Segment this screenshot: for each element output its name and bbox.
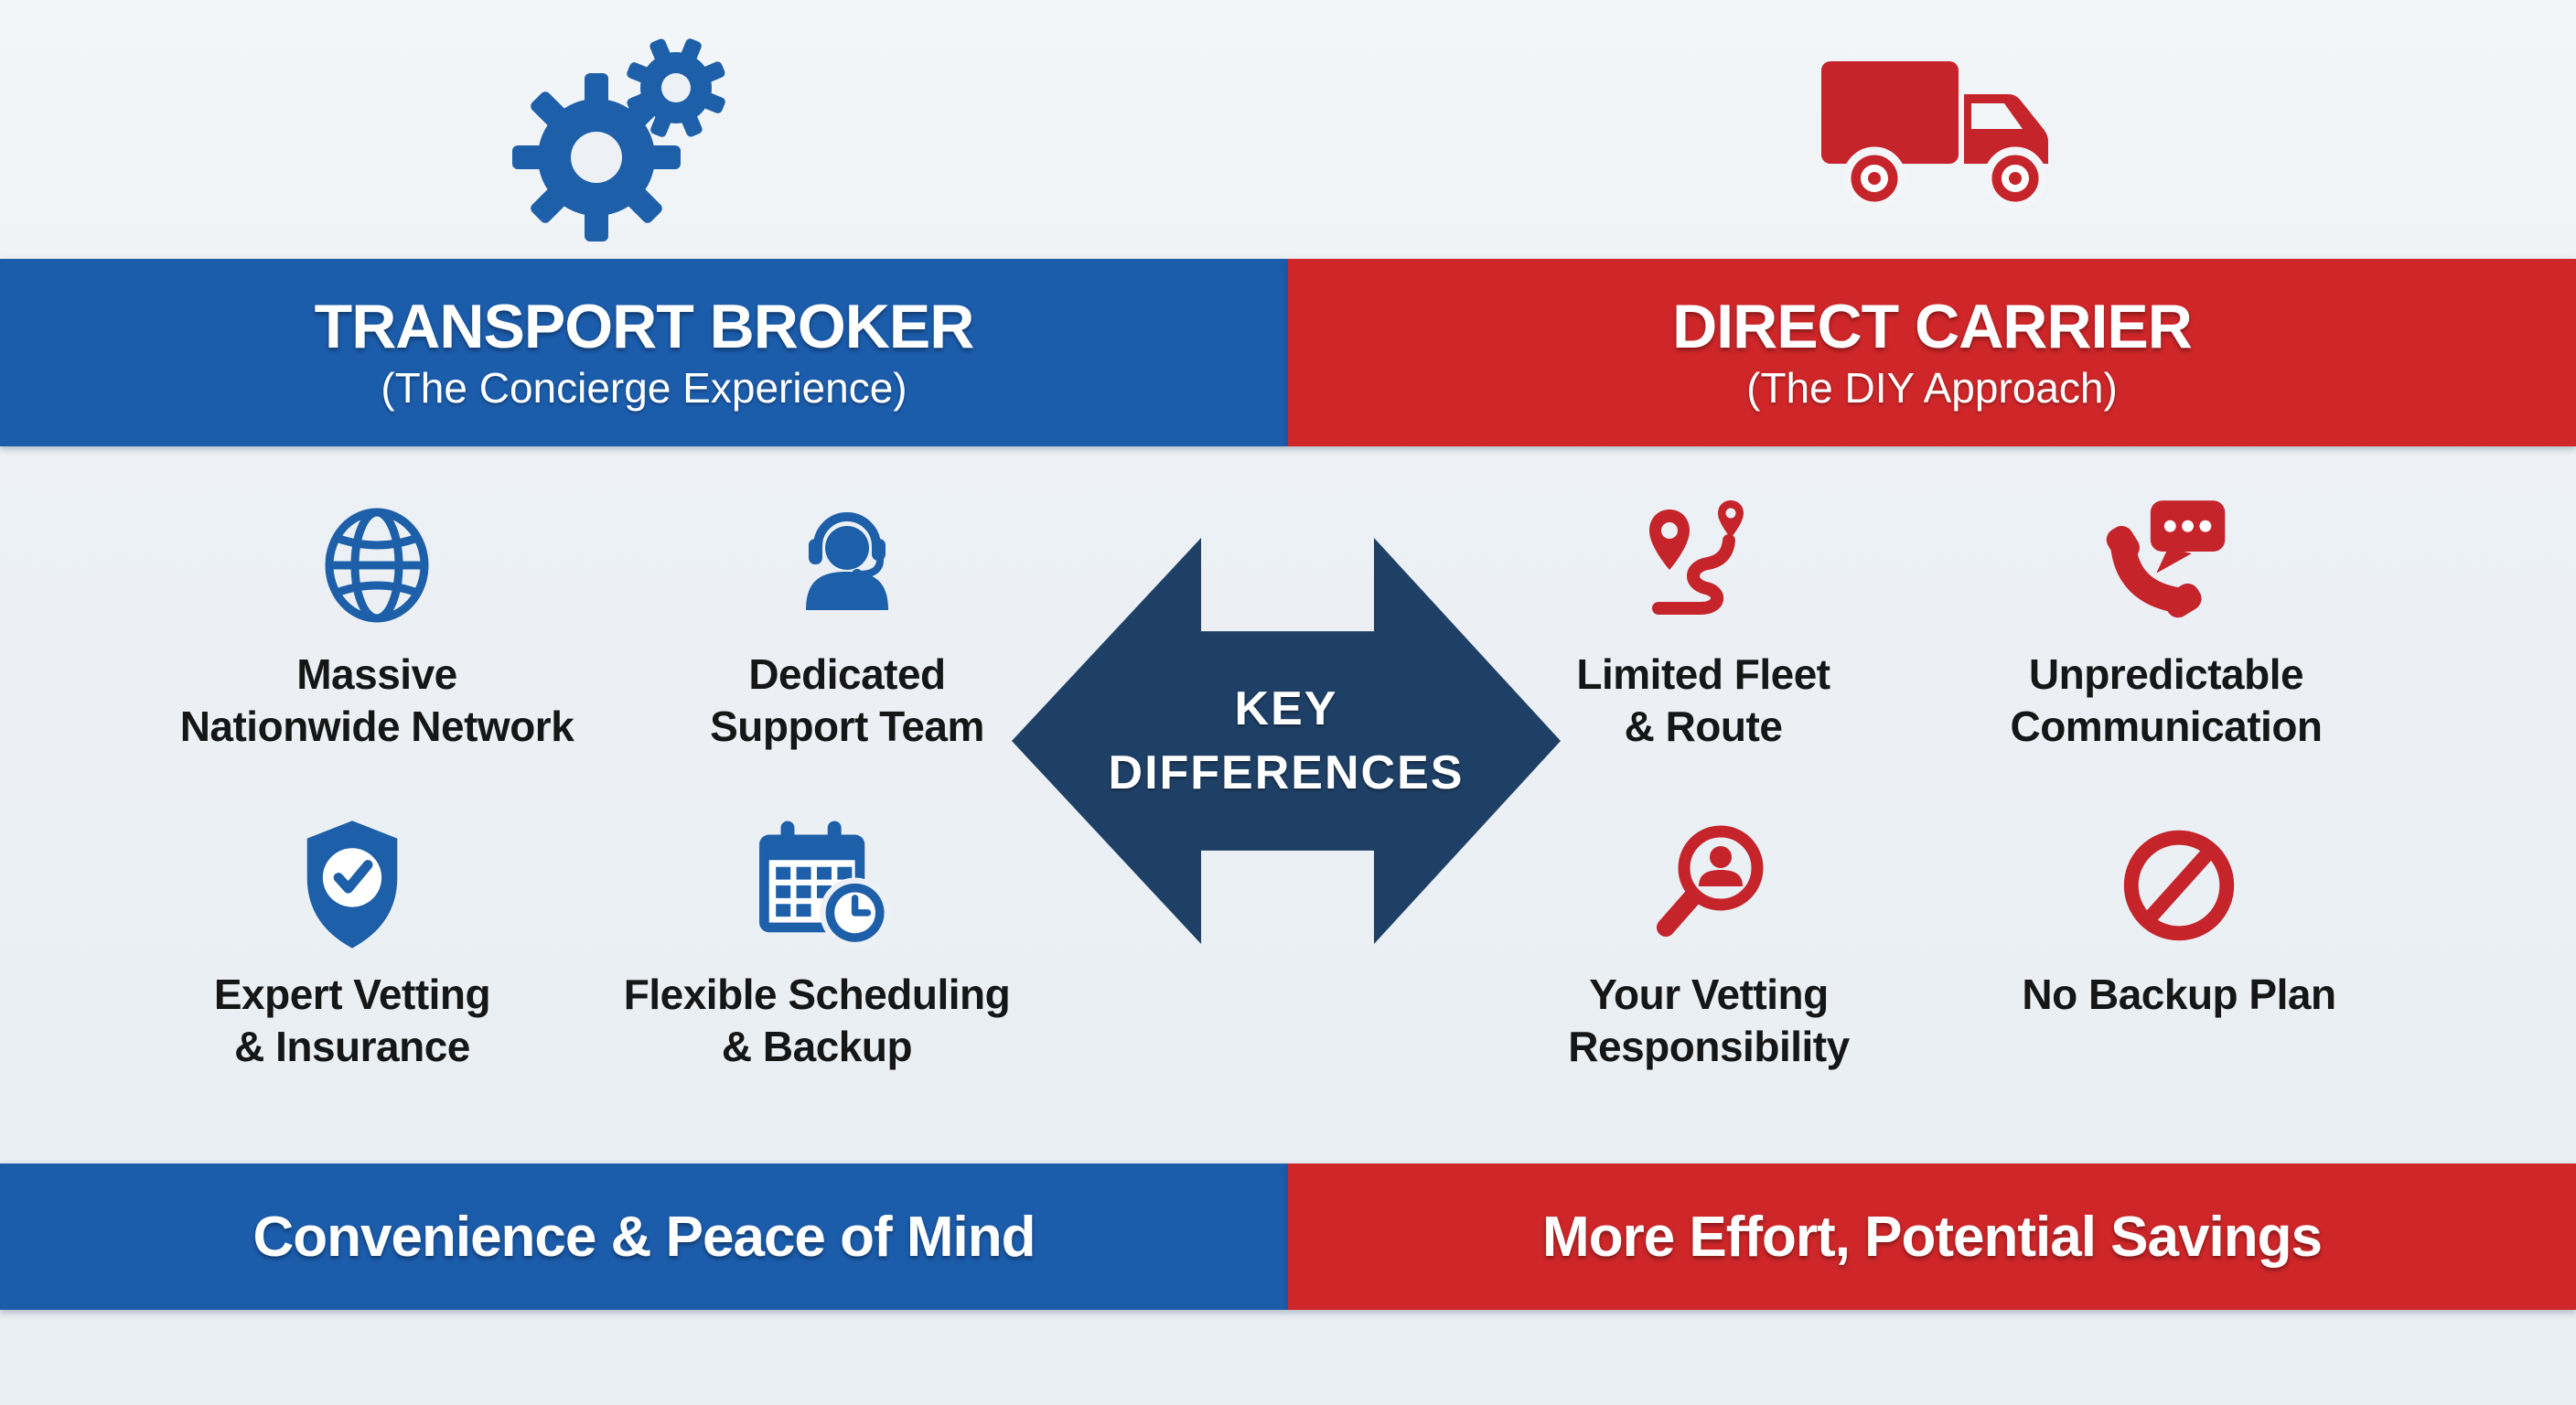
item-label: Your Vetting Responsibility — [1568, 971, 1850, 1070]
item-label: Limited Fleet & Route — [1576, 650, 1830, 750]
item-label: Unpredictable Communication — [2010, 650, 2323, 750]
direct-carrier-header: DIRECT CARRIER (The DIY Approach) — [1288, 259, 2576, 446]
route-pins-icon — [1465, 494, 1941, 636]
list-item-support-team: Dedicated Support Team — [609, 494, 1085, 753]
item-label: Dedicated Support Team — [710, 650, 984, 750]
list-item-flexible-scheduling: Flexible Scheduling & Backup — [579, 814, 1055, 1073]
shield-check-icon — [114, 814, 590, 956]
list-item-no-backup-plan: No Backup Plan — [1941, 814, 2417, 1021]
gears-icon — [512, 38, 725, 241]
key-differences-label: KEY DIFFERENCES — [1108, 682, 1465, 799]
globe-icon — [139, 494, 615, 636]
left-header-subtitle: (The Concierge Experience) — [381, 363, 907, 412]
list-item-limited-fleet: Limited Fleet & Route — [1465, 494, 1941, 753]
right-header-title: DIRECT CARRIER — [1672, 291, 2193, 361]
truck-icon — [1821, 61, 2048, 210]
item-label: No Backup Plan — [2022, 971, 2336, 1018]
phone-chat-icon — [1928, 494, 2404, 636]
item-label: Flexible Scheduling & Backup — [623, 971, 1011, 1070]
calendar-clock-icon — [579, 814, 1055, 956]
item-label: Expert Vetting & Insurance — [213, 971, 491, 1070]
transport-broker-header: TRANSPORT BROKER (The Concierge Experien… — [0, 259, 1288, 446]
list-item-massive-network: Massive Nationwide Network — [139, 494, 615, 753]
carrier-footer-banner: More Effort, Potential Savings — [1288, 1164, 2576, 1310]
right-header-subtitle: (The DIY Approach) — [1746, 363, 2118, 412]
left-header-title: TRANSPORT BROKER — [314, 291, 975, 361]
list-item-expert-vetting: Expert Vetting & Insurance — [114, 814, 590, 1073]
prohibited-icon — [1941, 814, 2417, 956]
broker-footer-banner: Convenience & Peace of Mind — [0, 1164, 1288, 1310]
item-label: Massive Nationwide Network — [179, 650, 574, 750]
list-item-your-vetting: Your Vetting Responsibility — [1471, 814, 1947, 1073]
list-item-unpredictable-communication: Unpredictable Communication — [1928, 494, 2404, 753]
magnifier-person-icon — [1471, 814, 1947, 956]
headset-agent-icon — [609, 494, 1085, 636]
